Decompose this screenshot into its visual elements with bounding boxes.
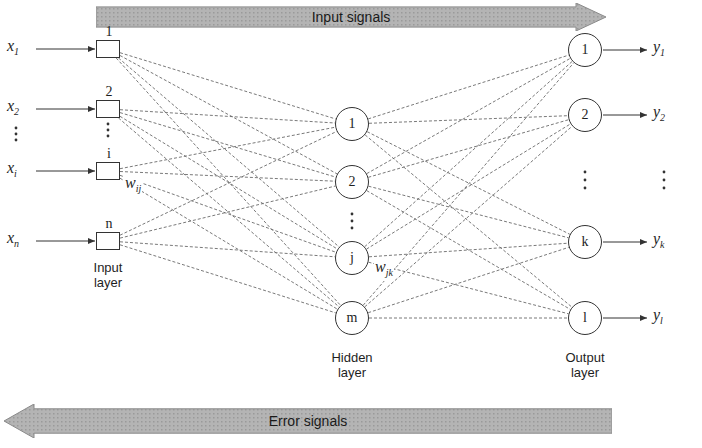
neuron-circle: 2 [568,98,602,132]
input-node: 2 [96,100,120,118]
node-number: 1 [349,116,356,132]
weight-connection [116,58,340,305]
weight-connection [367,124,571,249]
band-label: Input signals [312,9,391,25]
weight-connection [369,262,569,314]
weight-connection [367,132,570,235]
signal-name: y2 [652,104,666,125]
node-number: n [87,216,131,232]
weight-connection [120,186,336,238]
weight-connection [369,243,568,257]
weight-connection [365,61,573,246]
weight-connection [120,53,336,119]
input-node: i [96,162,120,180]
signal-name: wjk [374,259,394,280]
weight-connection [368,55,569,119]
node-number: 1 [87,24,131,40]
weight-connection [120,175,336,252]
weight-connection [120,56,337,174]
node-number: j [350,250,354,266]
neuron-circle: m [335,301,369,335]
weight-connection [120,242,335,257]
weight-connection [367,191,571,310]
weight-connection [369,318,568,319]
node-number: 2 [87,84,131,100]
layer-label: Output layer [555,350,615,380]
layer-label: Hidden layer [322,350,382,380]
node-number: m [347,310,358,326]
output-arrow [603,318,647,319]
input-node: 1 [96,40,120,58]
node-number: 2 [582,107,589,123]
weight-connection [119,58,340,247]
input-arrow [36,49,95,50]
signal-name: x2 [6,98,20,119]
layer-label: Input layer [78,260,138,290]
signal-band: Input signals [96,3,606,31]
signal-name: wij [124,175,142,196]
weight-connection [369,186,569,238]
weight-connection [367,58,570,173]
weight-connection [120,245,336,313]
signal-name: xi [6,160,18,181]
node-number: 1 [582,42,589,58]
weight-connection [369,116,568,124]
weight-connection [120,110,335,123]
output-arrow [603,242,647,243]
neuron-circle: 2 [335,165,369,199]
node-number: l [583,310,587,326]
weight-connection [120,113,336,178]
signal-name: xn [6,230,20,251]
weight-connection [120,131,337,235]
node-number: i [87,146,131,162]
input-arrow [36,171,95,172]
neuron-circle: j [335,241,369,275]
neuron-circle: k [568,225,602,259]
signal-name: y1 [652,39,666,60]
signal-name: yk [652,231,666,252]
weight-connection [365,135,572,307]
weight-connection [120,172,335,182]
weight-connection [119,118,340,307]
ellipsis-dots [15,123,666,230]
weight-connection [368,120,568,178]
signal-name: x1 [6,38,20,59]
weight-connection [363,63,574,305]
output-arrow [603,50,647,51]
signal-name: yl [652,307,664,328]
neuron-circle: l [568,301,602,335]
weight-connection [120,178,337,309]
input-arrow [36,109,95,110]
neuron-circle: 1 [335,107,369,141]
node-number: k [582,234,589,250]
signal-band: Error signals [4,404,612,438]
input-arrow [36,241,95,242]
node-number: 2 [349,174,356,190]
output-arrow [603,115,647,116]
neuron-circle: 1 [568,33,602,67]
weight-connection [368,247,569,312]
input-node: n [96,232,120,250]
weight-connection [120,116,338,249]
band-label: Error signals [269,413,348,429]
